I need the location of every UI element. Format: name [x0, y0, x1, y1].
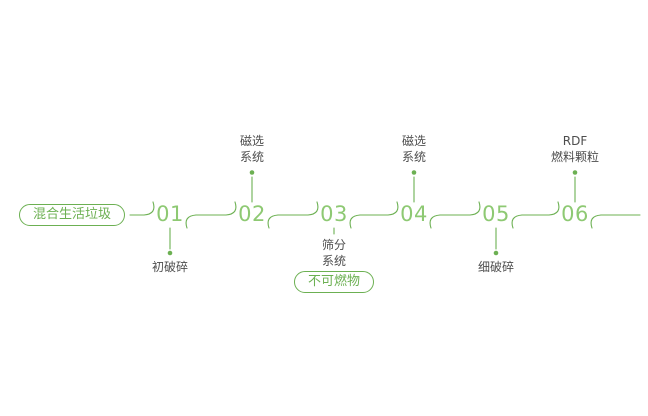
start-pill: 混合生活垃圾: [18, 204, 126, 226]
step-number-1: 01: [156, 202, 184, 226]
step-number-6: 06: [561, 202, 589, 226]
step-3-output-pill: 不可燃物: [293, 271, 375, 293]
connector-dot: [411, 170, 417, 175]
step-6-label: RDF 燃料颗粒: [550, 134, 600, 164]
step-2-label: 磁选 系统: [239, 134, 265, 164]
step-5-label: 细破碎: [477, 260, 515, 274]
step-1-label: 初破碎: [151, 260, 189, 274]
step-number-5: 05: [482, 202, 510, 226]
connector-dot: [167, 250, 173, 256]
step-3-label: 筛分 系统: [321, 238, 347, 268]
step-number-2: 02: [238, 202, 266, 226]
step-number-3: 03: [320, 202, 348, 226]
step-number-4: 04: [400, 202, 428, 226]
step-hooks: [143, 201, 602, 229]
connector-dot: [493, 250, 499, 256]
step-4-label: 磁选 系统: [401, 134, 427, 164]
label-connectors: [169, 176, 576, 250]
connector-dot: [572, 170, 578, 175]
connector-dot: [249, 170, 255, 175]
